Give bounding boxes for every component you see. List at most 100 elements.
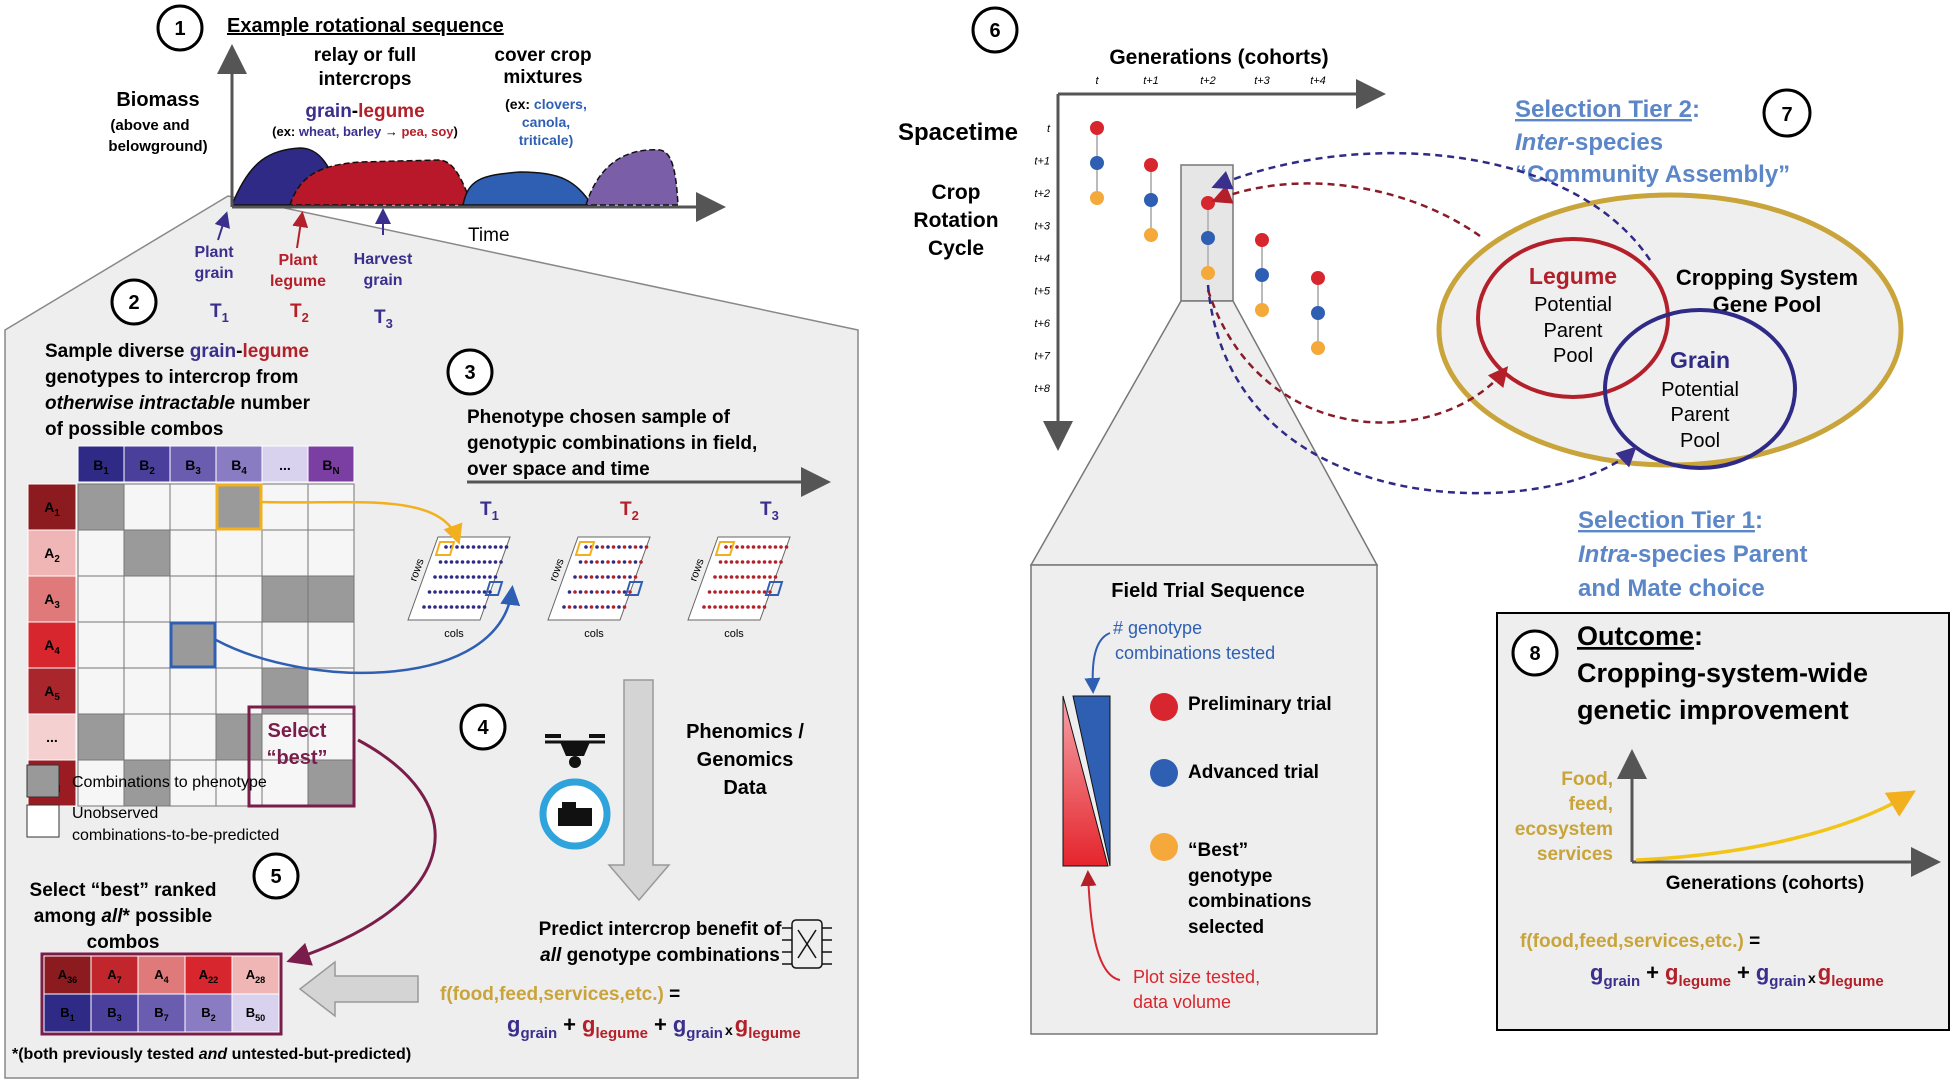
- plant-dot: [779, 560, 783, 564]
- outcome-line-3: genetic improvement: [1577, 695, 1849, 725]
- advanced-label: Advanced trial: [1188, 762, 1319, 783]
- plant-dot: [611, 545, 616, 549]
- prelim-dot: [1150, 693, 1178, 721]
- gen-y-tick: t: [1047, 123, 1051, 135]
- plant-dot: [768, 575, 772, 579]
- legume-pool-3: Pool: [1553, 345, 1593, 367]
- plant-dot: [589, 590, 594, 594]
- step-1-number: 1: [174, 18, 185, 40]
- plant-dot: [573, 590, 577, 594]
- plot-size-triangle: [1062, 695, 1109, 867]
- plant-dot: [466, 590, 470, 594]
- plant-dot: [644, 545, 649, 549]
- gen-x-tick: t: [1095, 75, 1099, 87]
- tier-2-arrow-blue: [1211, 151, 1652, 261]
- plant-dot: [455, 560, 459, 564]
- plant-dot: [757, 545, 761, 549]
- outcome-line-2: Cropping-system-wide: [1577, 658, 1868, 688]
- matrix-row-header: [27, 575, 77, 623]
- plant-dot: [639, 545, 643, 549]
- crop-label-2: Rotation: [913, 209, 998, 232]
- plant-dot: [628, 590, 632, 594]
- step-7-number: 7: [1781, 104, 1792, 126]
- matrix-cell: [169, 759, 217, 807]
- plant-dot: [499, 545, 503, 549]
- plant-dot: [600, 590, 605, 594]
- field-t2: T2: [620, 499, 639, 523]
- plant-dot: [622, 575, 627, 579]
- cohort-dot: [1201, 266, 1215, 280]
- plant-dot: [460, 545, 465, 549]
- ranked-grain-cell: [184, 993, 233, 1033]
- ranked-legume-cell: [137, 955, 186, 995]
- matrix-row-header: [27, 483, 77, 531]
- select-best-box: [247, 705, 356, 808]
- drone-icon: [545, 734, 605, 768]
- t2-label: T2: [290, 301, 309, 325]
- prelim-label: Preliminary trial: [1188, 694, 1332, 715]
- plant-dot: [477, 560, 481, 564]
- genotypes-tested-2: combinations tested: [1115, 643, 1275, 663]
- ranked-legume-label: A22: [199, 967, 219, 985]
- gen-y-tick: t+8: [1034, 383, 1050, 395]
- blue-link-arrow: [215, 585, 521, 675]
- matrix-cell: [169, 483, 217, 531]
- phenomics-2: Genomics: [697, 749, 794, 771]
- plant-dot: [622, 605, 627, 609]
- plant-dot: [444, 575, 448, 579]
- zoom-funnel: [1029, 300, 1379, 566]
- s3-line-3: over space and time: [467, 459, 650, 480]
- plant-dot: [751, 605, 756, 609]
- plant-dot: [617, 605, 621, 609]
- plant-dot: [567, 590, 572, 594]
- plant-dot: [573, 575, 577, 579]
- plant-dot: [466, 545, 470, 549]
- plant-dot: [482, 545, 487, 549]
- plant-dot: [735, 605, 739, 609]
- matrix-row-label: ...: [46, 729, 58, 745]
- cover-crop-curve-1: [462, 171, 594, 206]
- s2-line-4: of possible combos: [45, 419, 223, 440]
- intercrops-label: intercrops: [319, 69, 412, 90]
- plant-dot: [768, 560, 772, 564]
- plant-dot: [482, 560, 487, 564]
- plant-dot: [427, 590, 432, 594]
- plant-dot: [751, 575, 756, 579]
- time-label: Time: [468, 225, 510, 246]
- plant-dot: [471, 605, 476, 609]
- plant-dot: [768, 545, 772, 549]
- matrix-cell: [261, 759, 309, 807]
- plant-dot: [595, 560, 599, 564]
- plant-legume-2: legume: [270, 273, 326, 290]
- yellow-highlight-cell: [215, 483, 263, 531]
- tier-1-arrow-blue: [1206, 284, 1637, 495]
- improvement-curve: [1635, 790, 1917, 862]
- plant-dot: [438, 575, 443, 579]
- plant-dot: [455, 545, 459, 549]
- section-2-sampling: 2 Sample diverse grain-legume genotypes …: [26, 278, 356, 844]
- gen-y-tick: t+3: [1034, 221, 1050, 233]
- matrix-cell: [261, 575, 309, 623]
- grain-pool-1: Potential: [1661, 379, 1739, 401]
- matrix-cell: [123, 667, 171, 715]
- ranked-legume-label: A36: [58, 967, 78, 985]
- field-plot: [407, 536, 511, 621]
- plant-dot: [713, 575, 717, 579]
- objective-function: f(food,feed,services,etc.) =: [440, 984, 680, 1005]
- matrix-row-label: A5: [44, 683, 60, 703]
- plant-dot: [433, 590, 437, 594]
- plant-grain-2: grain: [194, 265, 233, 282]
- grain-pool-2: Parent: [1671, 404, 1730, 426]
- predict-2: all genotype combinations: [540, 945, 780, 966]
- plant-dot: [633, 545, 638, 549]
- plant-grain-arrow: [214, 211, 230, 241]
- gen-y-tick: t+7: [1034, 351, 1050, 363]
- plant-dot: [735, 575, 739, 579]
- plant-dot: [493, 560, 498, 564]
- plant-dot: [735, 560, 739, 564]
- s2-line-1: Sample diverse grain-legume: [45, 341, 309, 362]
- step-2-badge: [110, 278, 158, 326]
- matrix-cell: [261, 713, 309, 761]
